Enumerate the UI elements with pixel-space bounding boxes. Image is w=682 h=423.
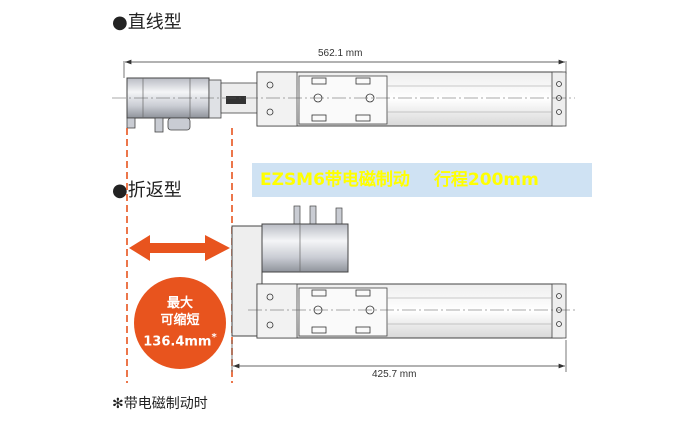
folded-type-actuator: [231, 205, 575, 372]
coupling-slot: [226, 96, 246, 104]
cable-gland: [154, 117, 164, 133]
cable-gland: [335, 207, 343, 225]
shortening-badge: 最大 可缩短 136.4mm*: [134, 277, 226, 369]
cable-gland: [126, 117, 136, 129]
heading-folded-type: ●折返型: [112, 180, 182, 201]
dim-label-straight: 562.1 mm: [318, 48, 363, 59]
badge-line1: 最大: [166, 296, 193, 312]
dim-label-folded: 425.7 mm: [372, 369, 417, 380]
cable-gland: [167, 117, 191, 131]
badge-line3: 136.4mm: [143, 334, 212, 350]
cable-gland: [293, 205, 301, 225]
spec-banner: EZSM6带电磁制动 行程200mm: [252, 163, 592, 197]
shortening-arrow: [129, 235, 230, 261]
return-housing: [231, 225, 263, 337]
motor-flange: [208, 79, 222, 119]
end-block: [256, 71, 298, 127]
banner-stroke: 行程200mm: [433, 170, 539, 190]
badge-asterisk: *: [211, 332, 217, 344]
straight-type-actuator: [112, 59, 575, 133]
banner-model: EZSM6带电磁制动: [260, 170, 410, 190]
heading-straight-type: ●直线型: [112, 12, 182, 33]
folded-motor: [261, 223, 349, 273]
end-cap: [551, 283, 567, 339]
end-block: [256, 283, 298, 339]
end-cap: [551, 71, 567, 127]
cable-gland: [309, 205, 317, 225]
footnote: ✻带电磁制动时: [112, 396, 208, 412]
badge-line2: 可缩短: [160, 313, 200, 329]
